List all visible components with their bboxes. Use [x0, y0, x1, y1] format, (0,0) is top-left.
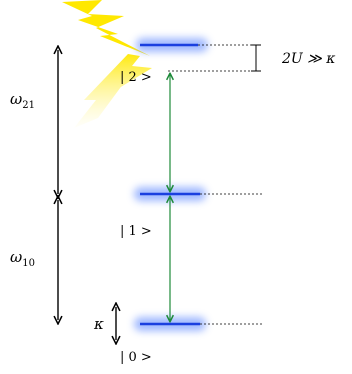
level-2-label: | 2 > — [120, 70, 152, 85]
kappa-label: κ — [93, 315, 104, 333]
omega10-label: ω10 — [10, 248, 35, 269]
level-0-label: | 0 > — [120, 350, 152, 365]
anharmonicity-label: 2U ≫ κ — [281, 51, 335, 67]
omega21-label: ω21 — [10, 90, 35, 111]
lightning-bolt-fade-icon — [74, 54, 152, 128]
level-1-label: | 1 > — [120, 224, 152, 239]
lightning-bolt-icon — [62, 0, 150, 56]
anharmonicity-bracket — [251, 44, 261, 72]
